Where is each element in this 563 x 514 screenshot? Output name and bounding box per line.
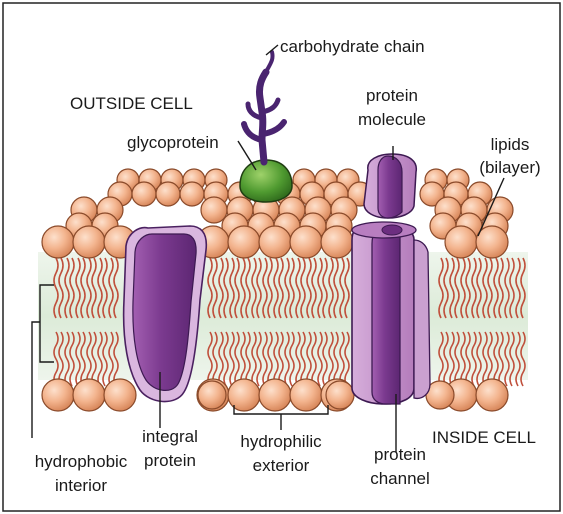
lipids-label-line1: lipids [491, 135, 530, 154]
protein-molecule-label-line2: molecule [358, 110, 426, 129]
hydrophilic-exterior-label-line2: exterior [253, 456, 310, 475]
inside-cell-label: INSIDE CELL [432, 428, 536, 447]
hydrophobic-interior-label-line2: interior [55, 476, 107, 495]
lipid-head [42, 226, 74, 258]
lipid-head [42, 379, 74, 411]
lipid-head [228, 226, 260, 258]
protein-channel-label-line1: protein [374, 445, 426, 464]
lipid-head [259, 379, 291, 411]
outside-cell-label: OUTSIDE CELL [70, 94, 193, 113]
lipids-label-line2: (bilayer) [479, 158, 540, 177]
protein-channel-label-line2: channel [370, 469, 430, 488]
lipid-head [201, 197, 227, 223]
carbohydrate-chain-label: carbohydrate chain [280, 37, 425, 56]
protein-molecule-label-line1: protein [366, 86, 418, 105]
lipid-head [73, 226, 105, 258]
protein-molecule [364, 154, 416, 218]
lipid-head [73, 379, 105, 411]
lipid-head [198, 381, 226, 409]
lipid-head [290, 379, 322, 411]
lipid-head [156, 182, 180, 206]
lipid-head [476, 379, 508, 411]
bottom-leaflet-heads [42, 379, 508, 411]
glycoprotein [240, 160, 292, 202]
integral-protein-label-line1: integral [142, 427, 198, 446]
lipid-head [104, 379, 136, 411]
lipid-head [259, 226, 291, 258]
hydrophobic-interior-label-line1: hydrophobic [35, 452, 128, 471]
protein-channel [352, 222, 430, 404]
lipid-head [326, 381, 354, 409]
lipid-head [228, 379, 260, 411]
glycoprotein-label: glycoprotein [127, 133, 219, 152]
integral-protein-label-line2: protein [144, 451, 196, 470]
hydrophilic-exterior-label-line1: hydrophilic [240, 432, 322, 451]
lipid-head [321, 226, 353, 258]
lipid-head [290, 226, 322, 258]
lipid-head [180, 182, 204, 206]
lipid-head [132, 182, 156, 206]
lipid-head [445, 226, 477, 258]
